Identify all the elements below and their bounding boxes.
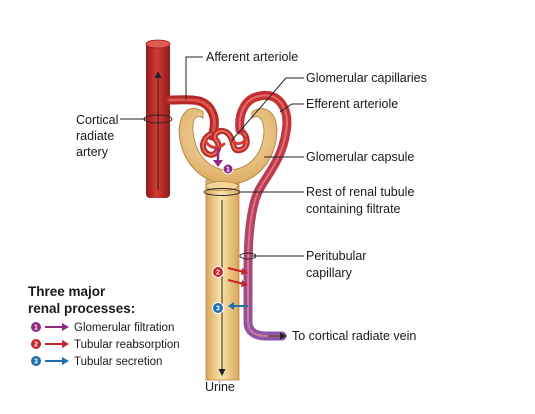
label-glomerular-capsule: Glomerular capsule bbox=[306, 150, 414, 164]
label-peritubular-line1: Peritubular bbox=[306, 249, 366, 263]
svg-text:1: 1 bbox=[226, 167, 230, 174]
process-legend: Three major renal processes: 1 Glomerula… bbox=[28, 284, 180, 368]
legend-number-2: 2 bbox=[34, 342, 38, 349]
label-rest-of-tubule-line2: containing filtrate bbox=[306, 202, 401, 216]
legend-number-1: 1 bbox=[34, 325, 38, 332]
label-afferent-arteriole: Afferent arteriole bbox=[206, 50, 298, 64]
label-cortical-line2: radiate bbox=[76, 129, 114, 143]
legend-item-filtration: 1 Glomerular filtration bbox=[30, 321, 174, 334]
legend-title-line2: renal processes: bbox=[28, 301, 135, 316]
secretion-marker: 3 bbox=[212, 302, 248, 314]
legend-label-filtration: Glomerular filtration bbox=[74, 322, 174, 334]
filtration-marker: 1 bbox=[213, 148, 234, 175]
legend-title-line1: Three major bbox=[28, 284, 106, 299]
cortical-radiate-artery bbox=[145, 39, 171, 198]
label-glomerular-capillaries: Glomerular capillaries bbox=[306, 71, 427, 85]
labels: Afferent arteriole Glomerular capillarie… bbox=[76, 50, 427, 394]
efferent-arteriole bbox=[235, 91, 292, 341]
glomerular-capsule bbox=[178, 107, 278, 191]
legend-item-secretion: 3 Tubular secretion bbox=[30, 355, 162, 368]
legend-label-reabsorption: Tubular reabsorption bbox=[74, 339, 180, 351]
legend-number-3: 3 bbox=[34, 359, 38, 366]
label-efferent-arteriole: Efferent arteriole bbox=[306, 97, 398, 111]
label-rest-of-tubule-line1: Rest of renal tubule bbox=[306, 185, 414, 199]
leader-lines bbox=[120, 56, 304, 260]
legend-item-reabsorption: 2 Tubular reabsorption bbox=[30, 338, 180, 351]
label-peritubular-line2: capillary bbox=[306, 266, 353, 280]
glomerular-capillaries bbox=[200, 127, 250, 158]
label-cortical-line3: artery bbox=[76, 145, 109, 159]
label-cortical-line1: Cortical bbox=[76, 113, 118, 127]
svg-text:3: 3 bbox=[216, 306, 220, 313]
svg-text:2: 2 bbox=[216, 270, 220, 277]
label-urine: Urine bbox=[205, 380, 235, 394]
reabsorption-marker: 2 bbox=[212, 266, 248, 287]
legend-label-secretion: Tubular secretion bbox=[74, 356, 162, 368]
label-to-cortical-radiate-vein: To cortical radiate vein bbox=[292, 329, 416, 343]
renal-tubule bbox=[205, 179, 240, 381]
